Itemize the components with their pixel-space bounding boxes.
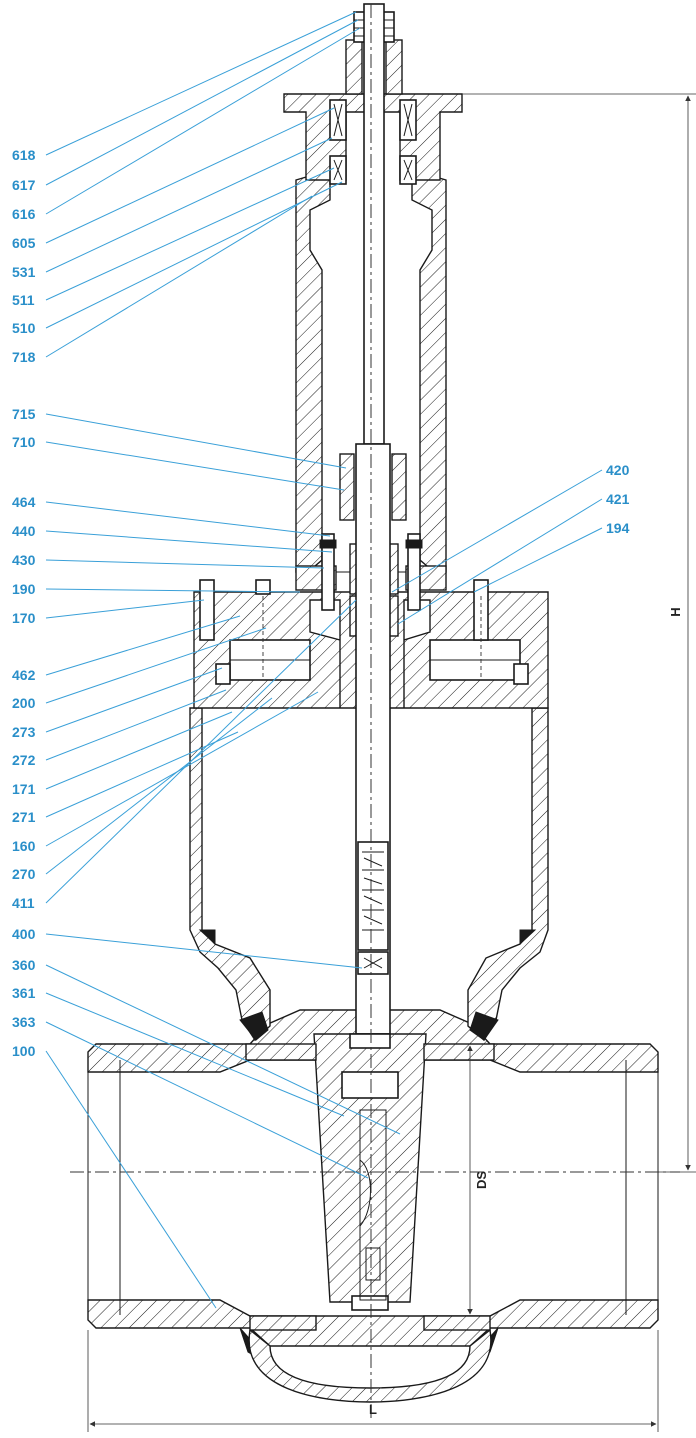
leader-715 [45,413,347,469]
leader-190 [45,588,301,593]
callout-100: 100 [12,1043,36,1059]
callout-440: 440 [12,523,36,539]
callout-272: 272 [12,752,36,768]
callout-618: 618 [12,147,36,163]
callout-421: 421 [606,491,630,507]
leader-617 [45,19,359,186]
callout-361: 361 [12,985,36,1001]
leader-160 [45,691,319,847]
callout-510: 510 [12,320,36,336]
callout-462: 462 [12,667,36,683]
leader-440 [45,530,333,553]
callout-170: 170 [12,610,36,626]
callout-710: 710 [12,434,36,450]
callout-200: 200 [12,695,36,711]
callout-715: 715 [12,406,36,422]
callout-616: 616 [12,206,36,222]
leader-411 [45,599,357,904]
leader-430 [45,559,325,569]
leader-273 [45,667,223,733]
leader-710 [45,441,345,491]
callout-labels: 618 617 616 605 531 511 510 718 715 710 464 440 430 1… [12,147,630,1059]
leader-360 [45,964,401,1135]
leader-272 [45,689,227,761]
leader-lines [45,11,603,1309]
leader-421 [397,498,603,625]
callout-400: 400 [12,926,36,942]
leader-464 [45,501,331,537]
dimension-label-h: H [668,607,683,616]
callout-430: 430 [12,552,36,568]
leader-363 [45,1021,369,1179]
callout-171: 171 [12,781,36,797]
callout-360: 360 [12,957,36,973]
leader-170 [45,599,205,619]
callout-194: 194 [606,520,630,536]
callout-511: 511 [12,292,35,308]
leader-194 [473,527,603,593]
dimension-label-ds: DS [474,1171,489,1189]
leader-400 [45,933,363,969]
leader-420 [391,469,603,593]
leader-200 [45,627,267,704]
leader-100 [45,1050,217,1309]
callout-363: 363 [12,1014,36,1030]
leader-605 [45,107,335,244]
callout-617: 617 [12,177,36,193]
callout-190: 190 [12,581,36,597]
dimension-lines [87,93,696,1432]
leader-270 [45,697,273,875]
callout-605: 605 [12,235,36,251]
leader-361 [45,992,345,1117]
leader-511 [45,167,335,301]
callout-270: 270 [12,866,36,882]
leader-271 [45,731,239,818]
wedge [245,1033,495,1331]
callout-411: 411 [12,895,35,911]
leader-618 [45,11,357,156]
leader-510 [45,181,343,329]
callout-273: 273 [12,724,36,740]
leader-616 [45,27,361,215]
leader-718 [45,195,313,358]
callout-271: 271 [12,809,36,825]
leader-462 [45,615,241,676]
callout-531: 531 [12,264,36,280]
callout-718: 718 [12,349,36,365]
callout-464: 464 [12,494,36,510]
leader-531 [45,137,333,273]
yoke [295,169,447,637]
leader-171 [45,711,233,790]
callout-420: 420 [606,462,630,478]
dimension-label-l: L [369,1402,377,1417]
callout-160: 160 [12,838,36,854]
stem [339,3,407,1035]
